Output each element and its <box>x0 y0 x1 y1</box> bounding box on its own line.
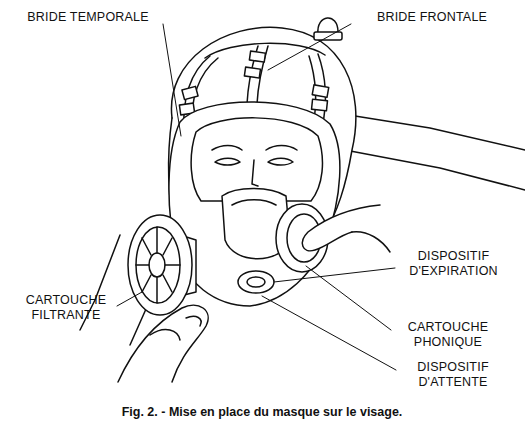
part-label: CARTOUCHE FILTRANTE <box>14 293 118 323</box>
part-label: BRIDE FRONTALE <box>352 10 512 25</box>
part-label: BRIDE TEMPORALE <box>12 10 164 25</box>
part-label: DISPOSITIF D'EXPIRATION <box>396 249 511 279</box>
part-label: DISPOSITIF D'ATTENTE <box>398 360 508 390</box>
part-label: CARTOUCHE PHONIQUE <box>392 320 504 350</box>
figure-caption: Fig. 2. - Mise en place du masque sur le… <box>12 405 512 419</box>
